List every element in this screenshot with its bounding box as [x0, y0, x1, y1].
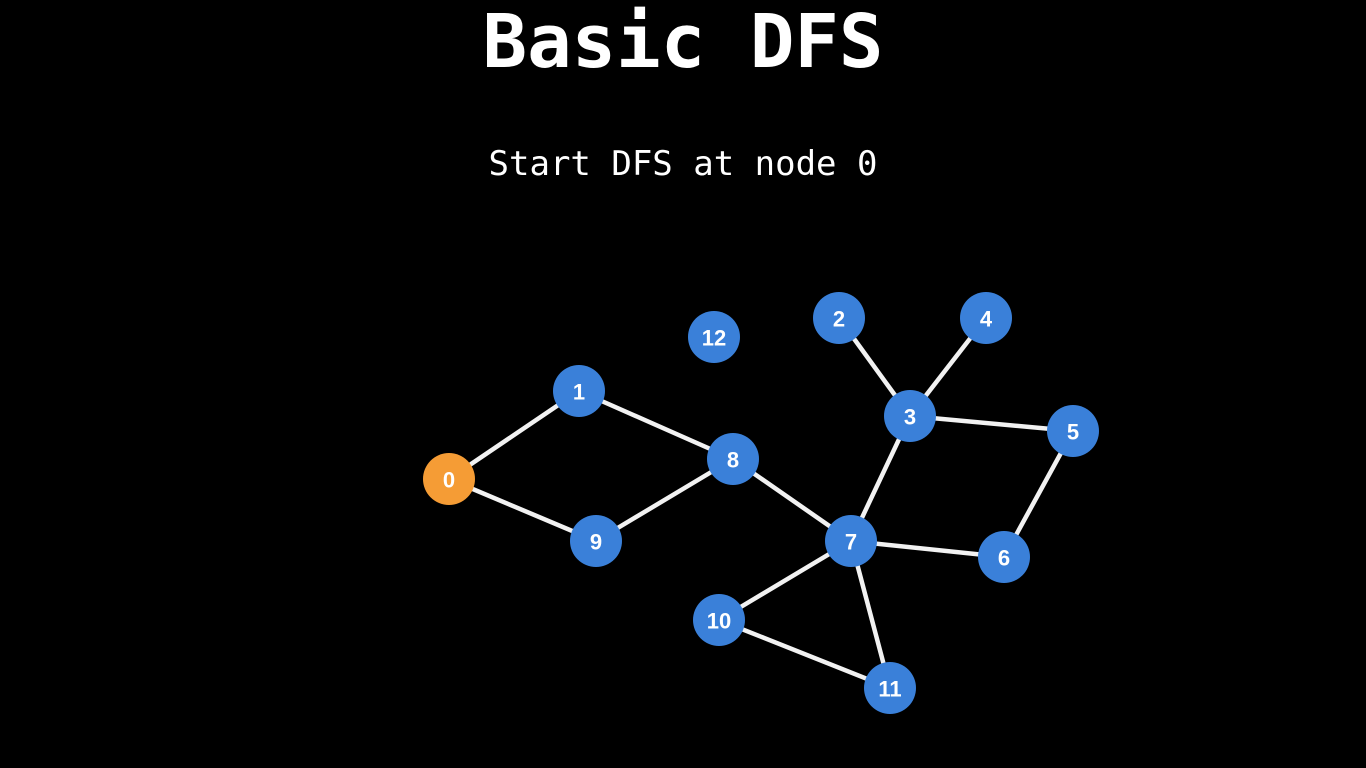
node-circle-9	[570, 515, 622, 567]
node-0: 0	[423, 453, 475, 505]
node-label-12: 12	[702, 326, 726, 351]
node-label-9: 9	[590, 530, 602, 555]
node-circle-8	[707, 433, 759, 485]
graph-edges	[446, 315, 1076, 691]
node-12: 12	[688, 311, 740, 363]
node-circle-2	[813, 292, 865, 344]
edge-0-1	[446, 388, 582, 482]
node-label-4: 4	[980, 307, 993, 332]
node-4: 4	[960, 292, 1012, 344]
node-label-10: 10	[707, 609, 731, 634]
node-circle-11	[864, 662, 916, 714]
node-circle-3	[884, 390, 936, 442]
node-2: 2	[813, 292, 865, 344]
edge-9-8	[593, 456, 736, 544]
node-7: 7	[825, 515, 877, 567]
node-1: 1	[553, 365, 605, 417]
node-label-8: 8	[727, 448, 739, 473]
node-circle-10	[693, 594, 745, 646]
edge-3-5	[907, 413, 1076, 434]
node-circle-12	[688, 311, 740, 363]
slide-title: Basic DFS	[482, 0, 884, 85]
node-6: 6	[978, 531, 1030, 583]
slide-subtitle: Start DFS at node 0	[488, 144, 878, 184]
node-label-0: 0	[443, 468, 455, 493]
node-label-7: 7	[845, 530, 857, 555]
node-label-5: 5	[1067, 420, 1079, 445]
node-circle-1	[553, 365, 605, 417]
node-9: 9	[570, 515, 622, 567]
node-circle-4	[960, 292, 1012, 344]
node-circle-5	[1047, 405, 1099, 457]
node-circle-6	[978, 531, 1030, 583]
node-10: 10	[693, 594, 745, 646]
edge-0-9	[446, 476, 599, 544]
edge-1-8	[576, 388, 736, 462]
node-circle-0	[423, 453, 475, 505]
edge-10-11	[716, 617, 893, 691]
node-label-2: 2	[833, 307, 845, 332]
node-label-11: 11	[878, 677, 901, 702]
node-11: 11	[864, 662, 916, 714]
node-circle-7	[825, 515, 877, 567]
node-8: 8	[707, 433, 759, 485]
node-label-1: 1	[573, 380, 585, 405]
node-label-6: 6	[998, 546, 1010, 571]
node-5: 5	[1047, 405, 1099, 457]
node-3: 3	[884, 390, 936, 442]
node-label-3: 3	[904, 405, 916, 430]
